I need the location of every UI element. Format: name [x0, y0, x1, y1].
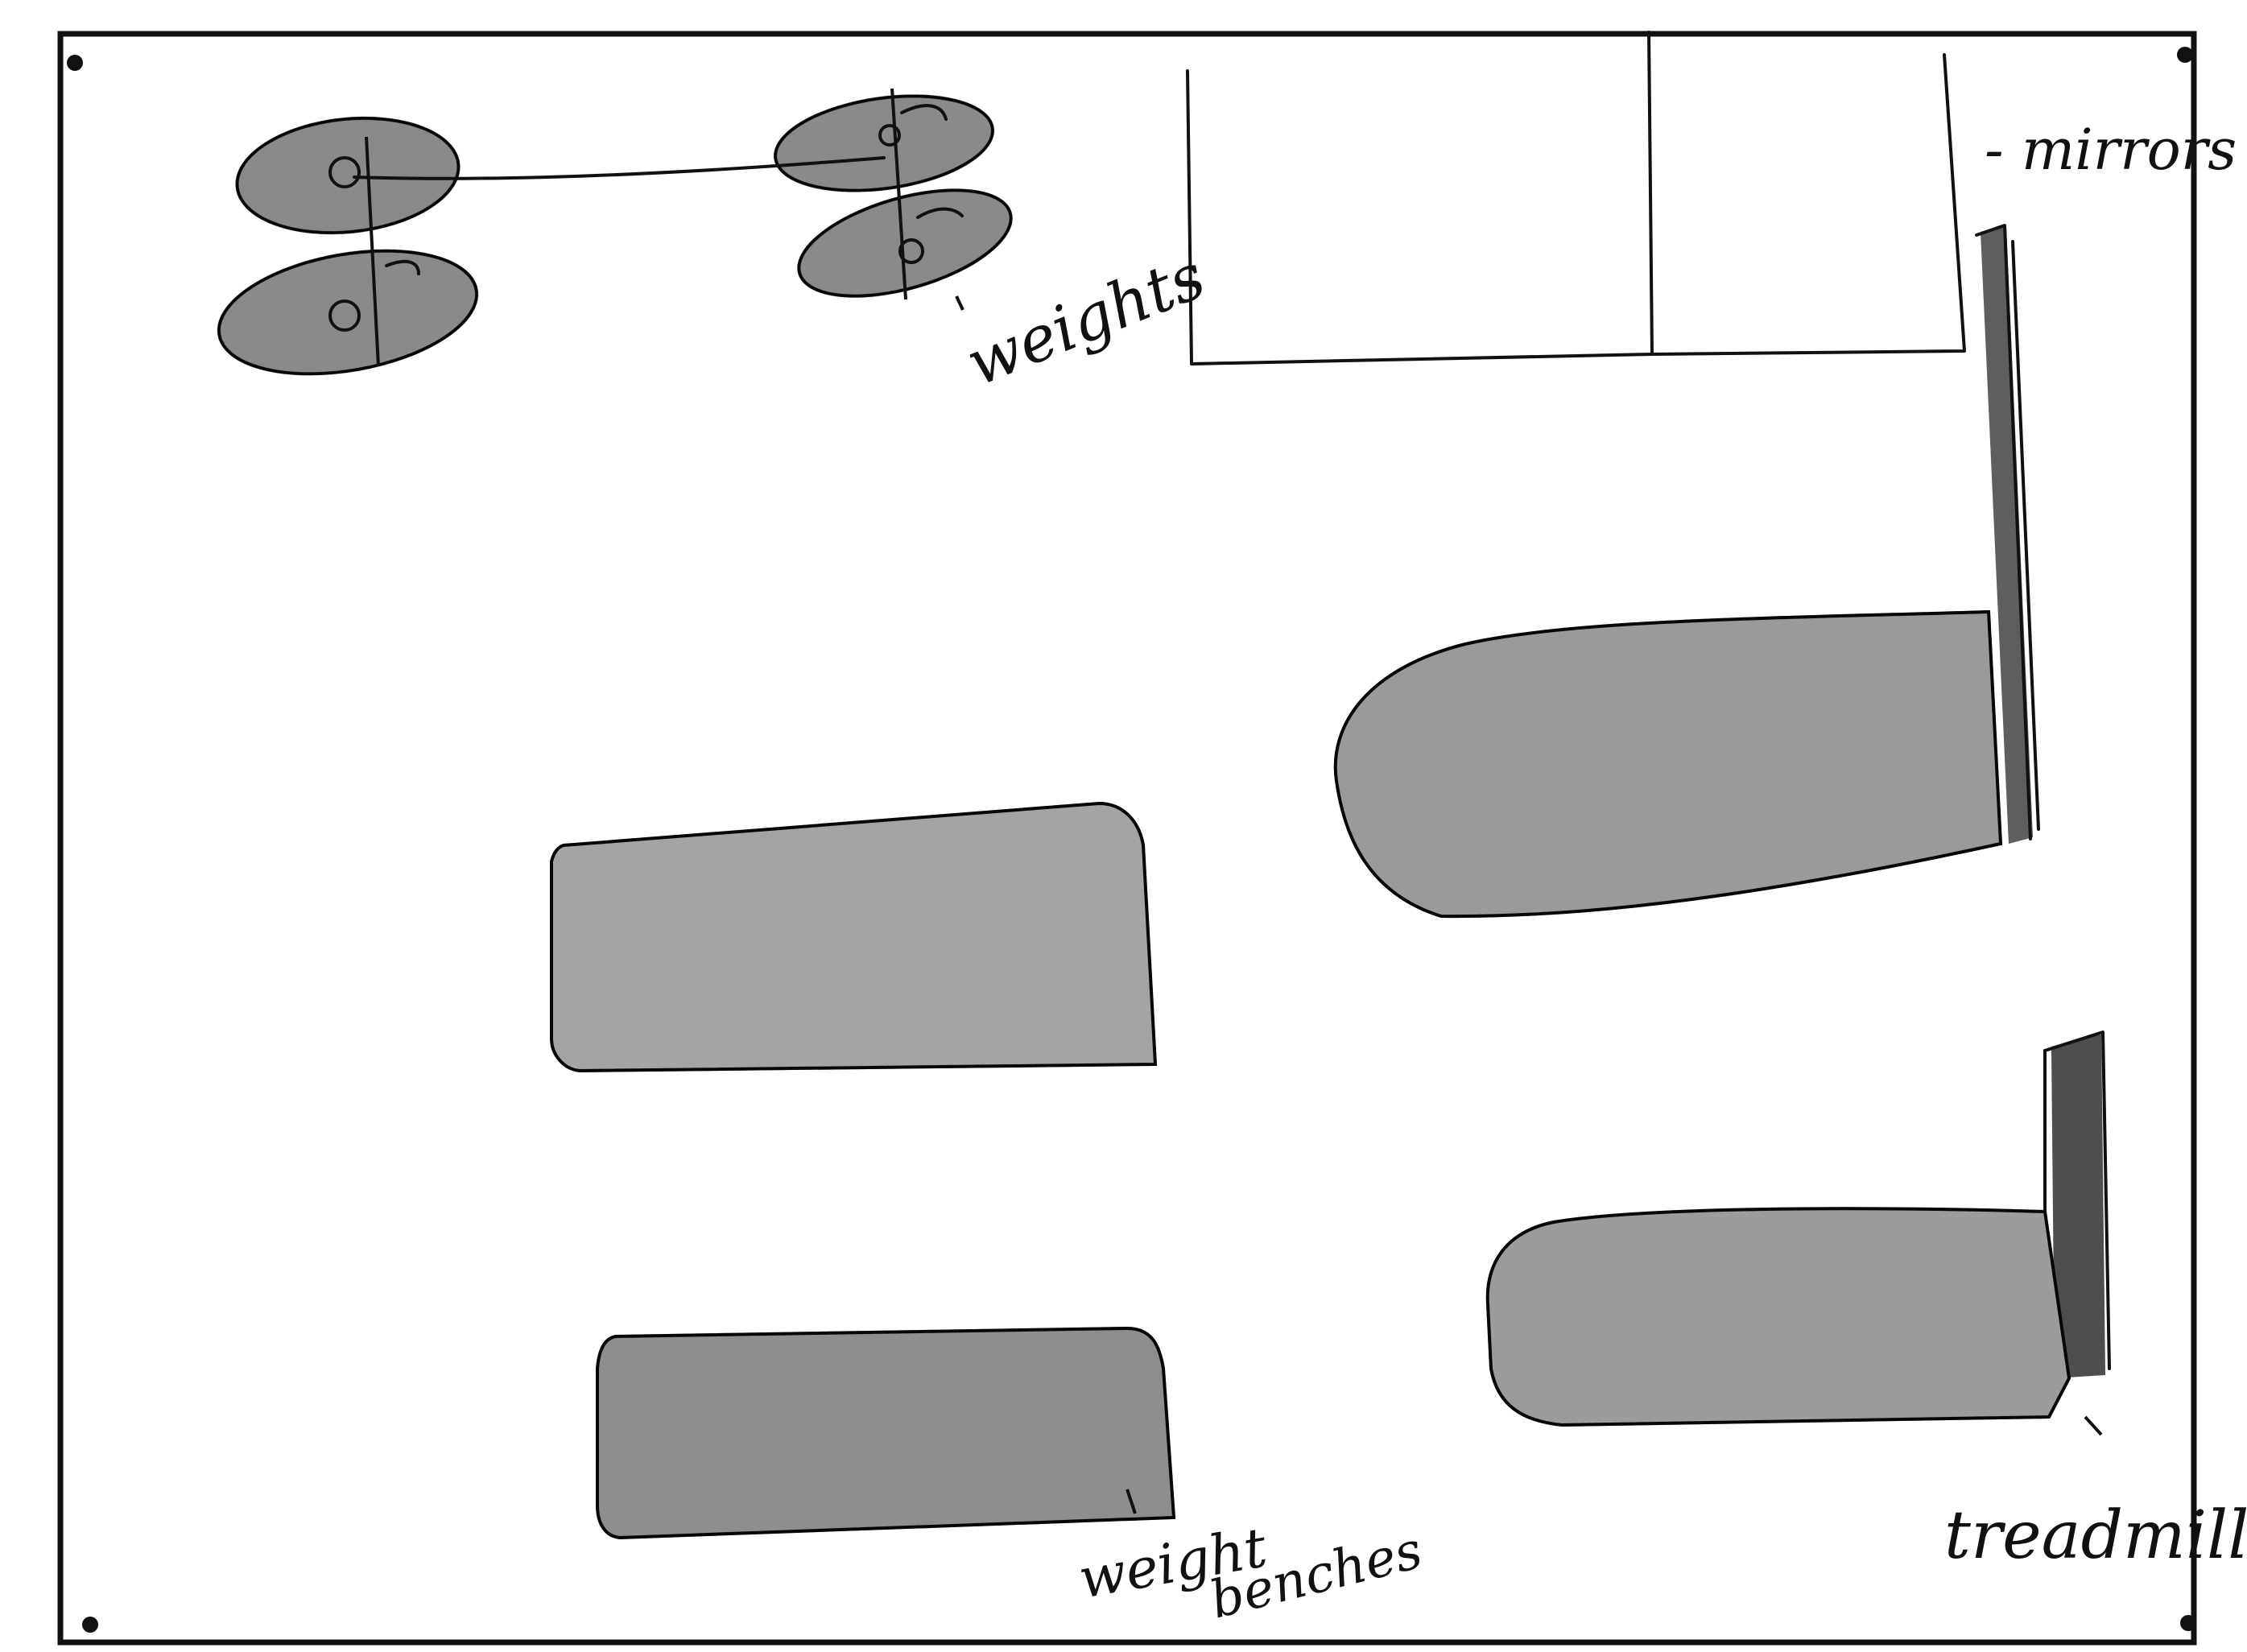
plate-hub — [898, 238, 924, 264]
weights-label-pointer — [955, 295, 964, 311]
plate-mark — [900, 104, 948, 121]
weight-bar — [365, 136, 380, 367]
weight-plate — [235, 116, 461, 235]
weight-bench-lower — [596, 1326, 1176, 1540]
mirror-section — [1186, 31, 1654, 366]
treadmill-label-pointer — [2084, 1415, 2103, 1436]
plate-mark — [916, 207, 964, 219]
barbell-line — [353, 156, 886, 180]
room-outline — [57, 31, 2197, 1646]
corner-dot-bottom-left — [82, 1617, 98, 1633]
corner-dot-top-left — [67, 55, 83, 71]
plate-mark — [385, 259, 420, 275]
treadmill — [1485, 1207, 2071, 1427]
corner-dot-bottom-right — [2180, 1615, 2196, 1631]
weights-group — [217, 88, 1013, 376]
treadmill-label: treadmill — [1944, 1497, 2247, 1574]
plate-hub — [878, 124, 901, 147]
corner-dot-top-right — [2177, 47, 2193, 63]
weight-bar — [890, 88, 907, 300]
weight-plate — [217, 249, 479, 376]
plate-hub — [328, 299, 361, 332]
weights-label: weights — [956, 240, 1215, 400]
cardio-machine-upper — [1333, 609, 2003, 919]
weight-benches-label-pointer — [1126, 1489, 1137, 1514]
mirrors-label: - mirrors — [1985, 117, 2237, 183]
mirror-section — [1650, 53, 1966, 356]
weight-bench-upper — [550, 801, 1158, 1073]
mirror-wall-sections — [1186, 31, 1966, 366]
mirror-panel-upper — [1975, 224, 2040, 844]
plate-hub — [328, 156, 361, 188]
